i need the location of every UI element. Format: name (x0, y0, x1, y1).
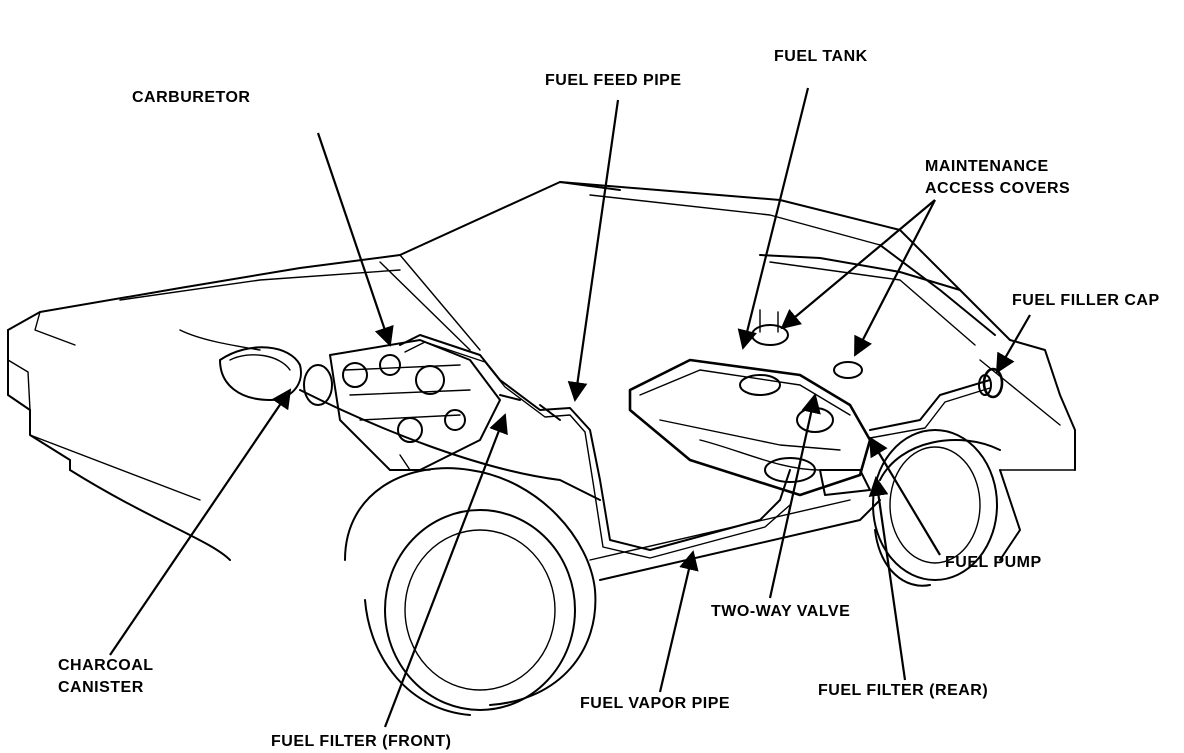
label-carburetor: CARBURETOR (132, 89, 251, 106)
label-charcoal-line2: CANISTER (58, 679, 144, 696)
leader-fuel-feed-pipe (567, 99, 620, 402)
label-fuel-filter-front: FUEL FILTER (FRONT) (271, 733, 452, 750)
leader-fuel-filter-front (383, 413, 508, 728)
leader-two-way-valve (768, 393, 821, 599)
label-fuel-tank: FUEL TANK (774, 48, 868, 65)
leader-fuel-filter-rear (868, 476, 907, 681)
leader-filler-cap (996, 314, 1031, 374)
leader-fuel-vapor-pipe (658, 550, 699, 693)
label-maintenance-line2: ACCESS COVERS (925, 180, 1071, 197)
label-fuel-pump: FUEL PUMP (945, 554, 1042, 571)
rear-wheel (872, 429, 1001, 587)
label-maintenance-line1: MAINTENANCE (925, 158, 1049, 175)
label-fuel-vapor-pipe: FUEL VAPOR PIPE (580, 695, 731, 712)
label-fuel-feed-pipe: FUEL FEED PIPE (545, 72, 682, 89)
leader-access-cover-1 (780, 199, 936, 330)
filler-cap (978, 367, 1004, 399)
leader-fuel-pump (868, 436, 941, 556)
leader-lines (109, 87, 1031, 728)
label-charcoal-line1: CHARCOAL (58, 657, 154, 674)
fuel-lines (399, 334, 991, 559)
leader-carburetor (316, 132, 394, 347)
leader-access-cover-2 (854, 199, 936, 357)
car-body (7, 181, 1076, 581)
leader-charcoal-canister (109, 388, 292, 656)
label-fuel-filler-cap: FUEL FILLER CAP (1012, 292, 1160, 309)
leader-fuel-tank (737, 87, 810, 350)
label-two-way-valve: TWO-WAY VALVE (711, 603, 851, 620)
engine-assembly (219, 339, 501, 471)
access-covers (751, 309, 863, 379)
label-fuel-filter-rear: FUEL FILTER (REAR) (818, 682, 989, 699)
front-wheel (344, 467, 597, 716)
fuel-tank (628, 358, 872, 497)
